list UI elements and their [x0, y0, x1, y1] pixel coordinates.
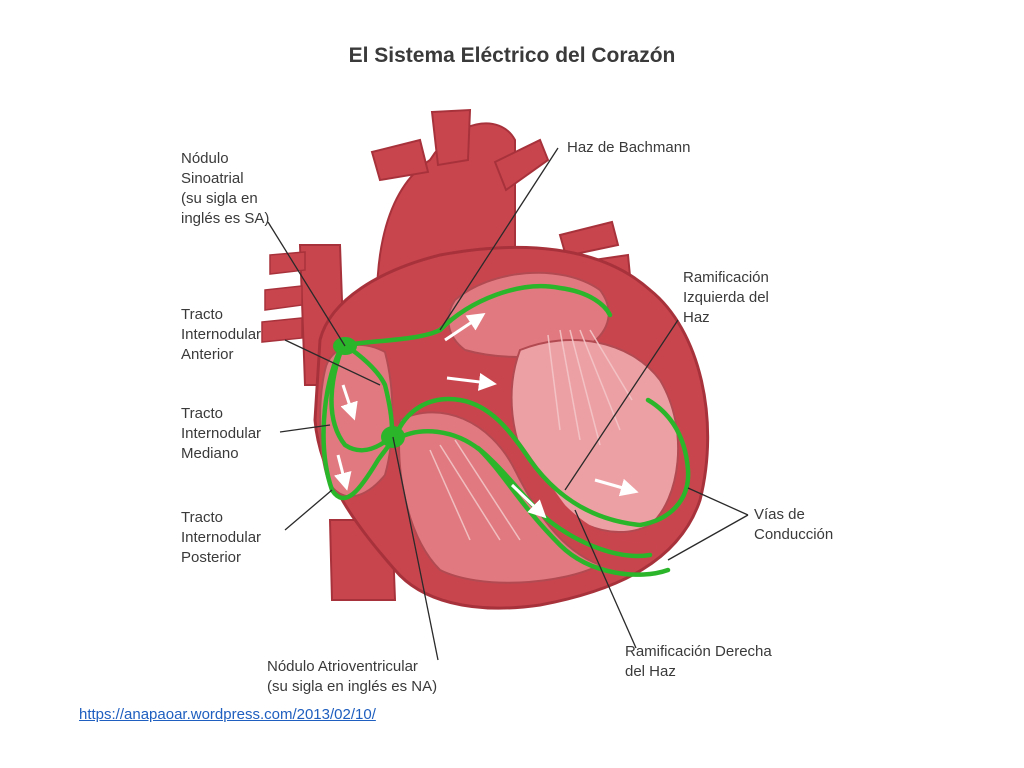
label-bachmann: Haz de Bachmann [567, 139, 691, 156]
source-link[interactable]: https://anapaoar.wordpress.com/2013/02/1… [79, 706, 376, 723]
leader-lines [267, 147, 749, 661]
label-av-node: Nódulo Atrioventricular(su sigla en ingl… [267, 658, 438, 695]
chordae-tendineae [429, 329, 633, 541]
interventricular-septum [463, 388, 657, 557]
conduction-system [321, 284, 691, 577]
page-title: El Sistema Eléctrico del Corazón [348, 44, 676, 67]
flow-arrows [334, 313, 639, 519]
